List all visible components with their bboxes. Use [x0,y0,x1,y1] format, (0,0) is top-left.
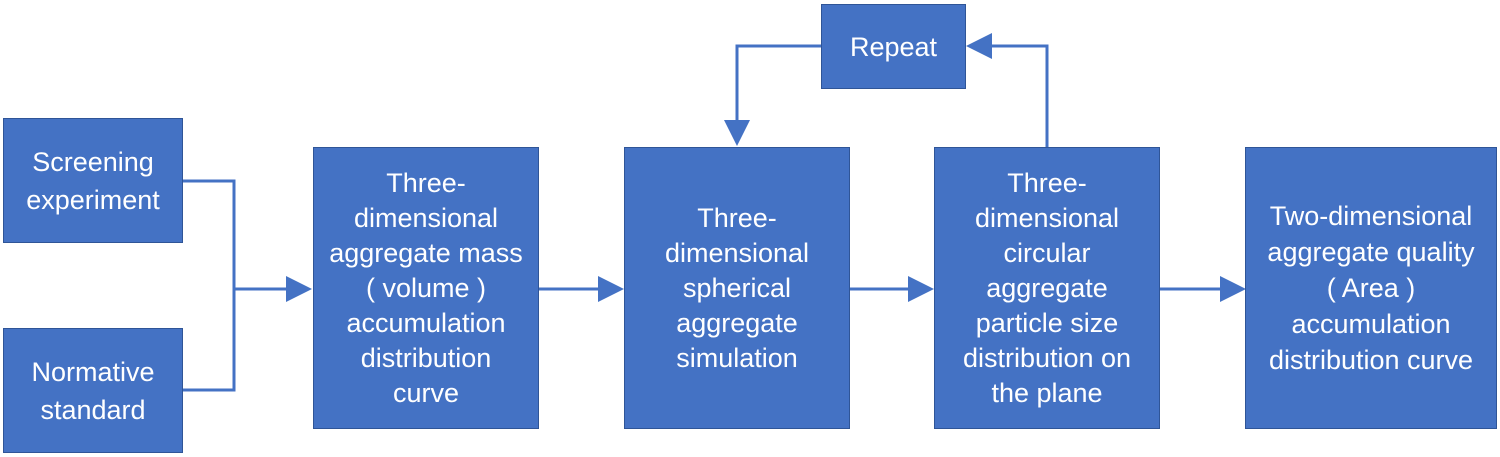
connector-normative-to-merge [183,289,236,392]
circular-size-distribution-box: Three- dimensional circular aggregate pa… [934,147,1160,429]
spherical-aggregate-simulation-box: Three- dimensional spherical aggregate s… [624,147,850,429]
mass-accumulation-curve-label: Three- dimensional aggregate mass ( volu… [329,167,523,408]
repeat-box: Repeat [821,4,966,89]
circular-size-distribution-label: Three- dimensional circular aggregate pa… [962,167,1132,408]
screening-experiment-label: Screening experiment [26,146,160,215]
arrow-circular-to-repeat [966,33,992,59]
quality-accumulation-curve-label: Two-dimensional aggregate quality ( Area… [1267,201,1475,375]
connector-screening-to-merge [183,179,236,289]
spherical-aggregate-simulation-label: Three- dimensional spherical aggregate s… [664,202,810,373]
arrow-repeat-to-sim [724,120,750,146]
arrow-circular-to-quality [1220,276,1246,302]
repeat-label: Repeat [849,31,938,62]
line-repeat-to-sim [735,44,822,122]
quality-accumulation-curve-box: Two-dimensional aggregate quality ( Area… [1245,147,1497,429]
arrow-sim-to-circular [908,276,934,302]
arrow-mass-to-sim [598,276,624,302]
arrow-merge-to-mass-curve [286,276,312,302]
normative-standard-label: Normative standard [31,356,155,425]
screening-experiment-box: Screening experiment [3,118,183,243]
normative-standard-box: Normative standard [3,328,183,453]
line-circular-to-repeat [988,44,1049,147]
mass-accumulation-curve-box: Three- dimensional aggregate mass ( volu… [313,147,539,429]
